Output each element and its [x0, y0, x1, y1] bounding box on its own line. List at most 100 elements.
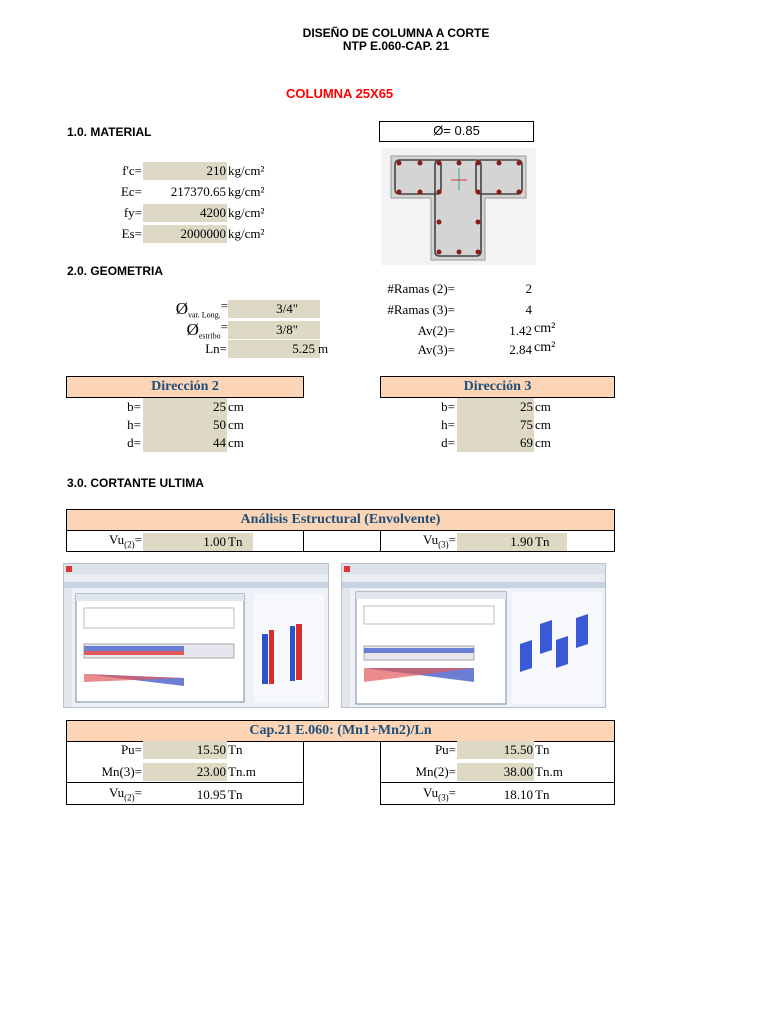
fy-unit: kg/cm² [228, 205, 265, 220]
cap21-left-pu-value: 15.50 [196, 742, 226, 757]
dir2-d-cell [143, 434, 227, 452]
cap21-left-mn-unit: Tn.m [228, 764, 256, 779]
es-value: 2000000 [180, 226, 227, 241]
dir3-h-label: h= [441, 417, 455, 432]
cap21-left-pu-unit: Tn [228, 742, 243, 757]
cap21-right-mn-label: Mn(2)= [415, 764, 456, 779]
etabs-thumbnail-dir3 [342, 564, 605, 707]
fy-label: fy= [123, 205, 142, 220]
fc-unit: kg/cm² [228, 163, 265, 178]
ec-label: Ec= [120, 184, 142, 199]
fc-cell [143, 162, 227, 180]
ln-cell [228, 340, 320, 358]
dir3-h-cell [457, 416, 534, 434]
dir2-d-value: 44 [213, 435, 226, 450]
dir2-h-label: h= [127, 417, 141, 432]
cap21-left-vu-label: Vu(2)= [109, 785, 142, 803]
ramas3-label: #Ramas (3)= [387, 302, 455, 317]
geometria-heading: 2.0. GEOMETRIA [67, 264, 164, 278]
vu2-cell [143, 533, 253, 551]
dir3-d-unit: cm [535, 435, 551, 450]
cap21-left-pu-label: Pu= [120, 742, 142, 757]
direccion2-title: Dirección 2 [66, 376, 304, 398]
ramas2-label: #Ramas (2)= [387, 281, 455, 296]
av3-unit: cm² [534, 340, 556, 355]
ln-unit: m [318, 341, 329, 356]
phi-long-value: 3/4" [276, 301, 298, 316]
dir2-d-unit: cm [228, 435, 244, 450]
dir3-d-value: 69 [520, 435, 533, 450]
phi-estribo-value: 3/8" [276, 322, 298, 337]
cap21-right-pu-cell [457, 741, 534, 759]
cap21-left-mn-cell [143, 763, 227, 781]
fc-value: 210 [206, 163, 227, 178]
dir3-b-value: 25 [520, 399, 533, 414]
doc-subtitle: NTP E.060-CAP. 21 [342, 39, 450, 53]
cortante-heading: 3.0. CORTANTE ULTIMA [67, 476, 204, 490]
dir3-h-value: 75 [520, 417, 533, 432]
cap21-left-vu-unit: Tn [228, 787, 243, 802]
vu3-value: 1.90 [510, 534, 533, 549]
phi-estribo-label: Øestribo= [186, 319, 228, 341]
phi-box: Ø= 0.85 [379, 121, 534, 142]
av3-label: Av(3)= [417, 342, 455, 357]
direccion3-title: Dirección 3 [380, 376, 615, 398]
av2-unit: cm² [534, 321, 556, 336]
cap21-left-mn-value: 23.00 [196, 764, 226, 779]
vu2-unit: Tn [228, 534, 243, 549]
column-section-drawing [381, 148, 536, 265]
cap21-right-mn-value: 38.00 [503, 764, 533, 779]
vu3-box [380, 530, 615, 552]
cap21-right-pu-value: 15.50 [503, 742, 533, 757]
cap21-right-vu-label: Vu(3)= [423, 785, 456, 803]
dir2-h-value: 50 [213, 417, 226, 432]
ln-value: 5.25 [292, 341, 315, 356]
dir3-b-unit: cm [535, 399, 551, 414]
av2-label: Av(2)= [417, 323, 455, 338]
cap21-right-vu-unit: Tn [535, 787, 550, 802]
ramas3-value: 4 [525, 302, 533, 317]
dir3-b-label: b= [441, 399, 455, 414]
phi-estribo-cell [228, 321, 320, 339]
es-cell [143, 225, 227, 243]
av2-value: 1.42 [509, 323, 532, 338]
cap21-left-pu-cell [143, 741, 227, 759]
etabs-screenshot-dir3 [341, 563, 606, 708]
cap21-left-vu-value: 10.95 [196, 787, 226, 802]
etabs-screenshot-dir2 [63, 563, 329, 708]
vu3-cell [457, 533, 567, 551]
dir2-h-cell [143, 416, 227, 434]
cap21-right-vu-box [380, 782, 615, 805]
ln-label: Ln= [205, 341, 227, 356]
dir2-b-label: b= [127, 399, 141, 414]
cap21-right-pu-label: Pu= [434, 742, 456, 757]
ec-value: 217370.65 [170, 184, 226, 199]
vu2-label: Vu(2)= [109, 532, 142, 550]
material-heading: 1.0. MATERIAL [67, 125, 152, 139]
dir2-b-cell [143, 398, 227, 416]
column-name: COLUMNA 25X65 [286, 86, 394, 101]
vu2-value: 1.00 [203, 534, 226, 549]
dir3-b-cell [457, 398, 534, 416]
vu-spacer-box [303, 530, 381, 552]
dir2-d-label: d= [127, 435, 141, 450]
phi-long-cell [228, 300, 320, 318]
etabs-thumbnail-dir2 [64, 564, 328, 707]
fc-label: f'c= [122, 163, 142, 178]
doc-title: DISEÑO DE COLUMNA A CORTE [302, 26, 490, 40]
cap21-left-mn-label: Mn(3)= [101, 764, 142, 779]
dir3-h-unit: cm [535, 417, 551, 432]
av3-value: 2.84 [509, 342, 532, 357]
dir3-d-cell [457, 434, 534, 452]
cap21-right-mn-unit: Tn.m [535, 764, 563, 779]
cap21-right-pu-unit: Tn [535, 742, 550, 757]
ec-unit: kg/cm² [228, 184, 265, 199]
cap21-right-vu-value: 18.10 [503, 787, 533, 802]
es-unit: kg/cm² [228, 226, 265, 241]
cap21-right-mn-cell [457, 763, 534, 781]
es-label: Es= [121, 226, 142, 241]
dir2-b-unit: cm [228, 399, 244, 414]
cap21-title: Cap.21 E.060: (Mn1+Mn2)/Ln [66, 720, 615, 742]
ramas2-value: 2 [525, 281, 533, 296]
dir2-h-unit: cm [228, 417, 244, 432]
